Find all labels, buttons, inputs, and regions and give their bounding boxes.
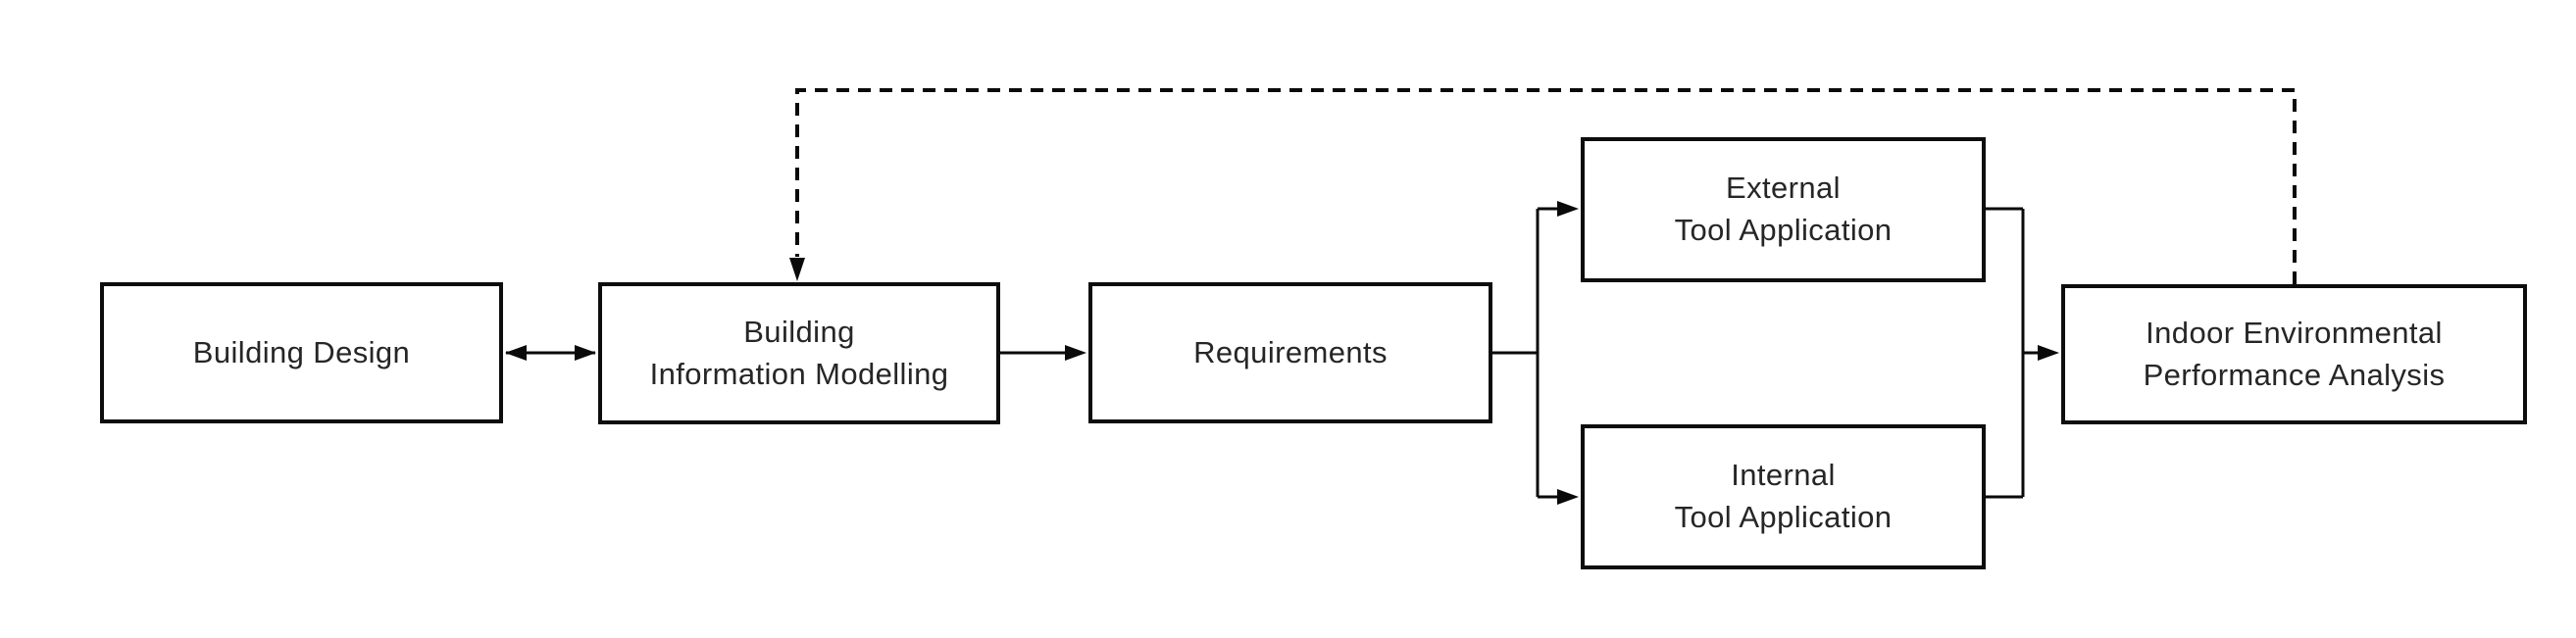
edge-bim-requirements-arrow xyxy=(1000,345,1086,361)
edge-feedback-indoor-bim-dashed-arrow xyxy=(789,88,2297,284)
node-building-information-modelling: Building Information Modelling xyxy=(598,282,1000,424)
node-internal-tool-application: Internal Tool Application xyxy=(1581,424,1986,569)
node-building-information-modelling-label: Building Information Modelling xyxy=(649,314,949,391)
node-building-design: Building Design xyxy=(100,282,503,423)
edge-requirements-split-arrows xyxy=(1492,201,1579,505)
node-external-tool-application-label: External Tool Application xyxy=(1674,171,1893,247)
node-indoor-environmental-performance-analysis: Indoor Environmental Performance Analysi… xyxy=(2061,284,2527,424)
node-requirements-label: Requirements xyxy=(1193,334,1388,369)
node-internal-tool-application-label: Internal Tool Application xyxy=(1674,458,1893,534)
edge-building-design-bim-bidirectional-arrow xyxy=(505,345,596,361)
node-building-design-label: Building Design xyxy=(192,334,411,369)
node-indoor-environmental-performance-analysis-label: Indoor Environmental Performance Analysi… xyxy=(2143,315,2446,392)
node-requirements: Requirements xyxy=(1088,282,1492,423)
edge-tools-merge-indoor-arrow xyxy=(1986,207,2059,499)
node-external-tool-application: External Tool Application xyxy=(1581,137,1986,282)
